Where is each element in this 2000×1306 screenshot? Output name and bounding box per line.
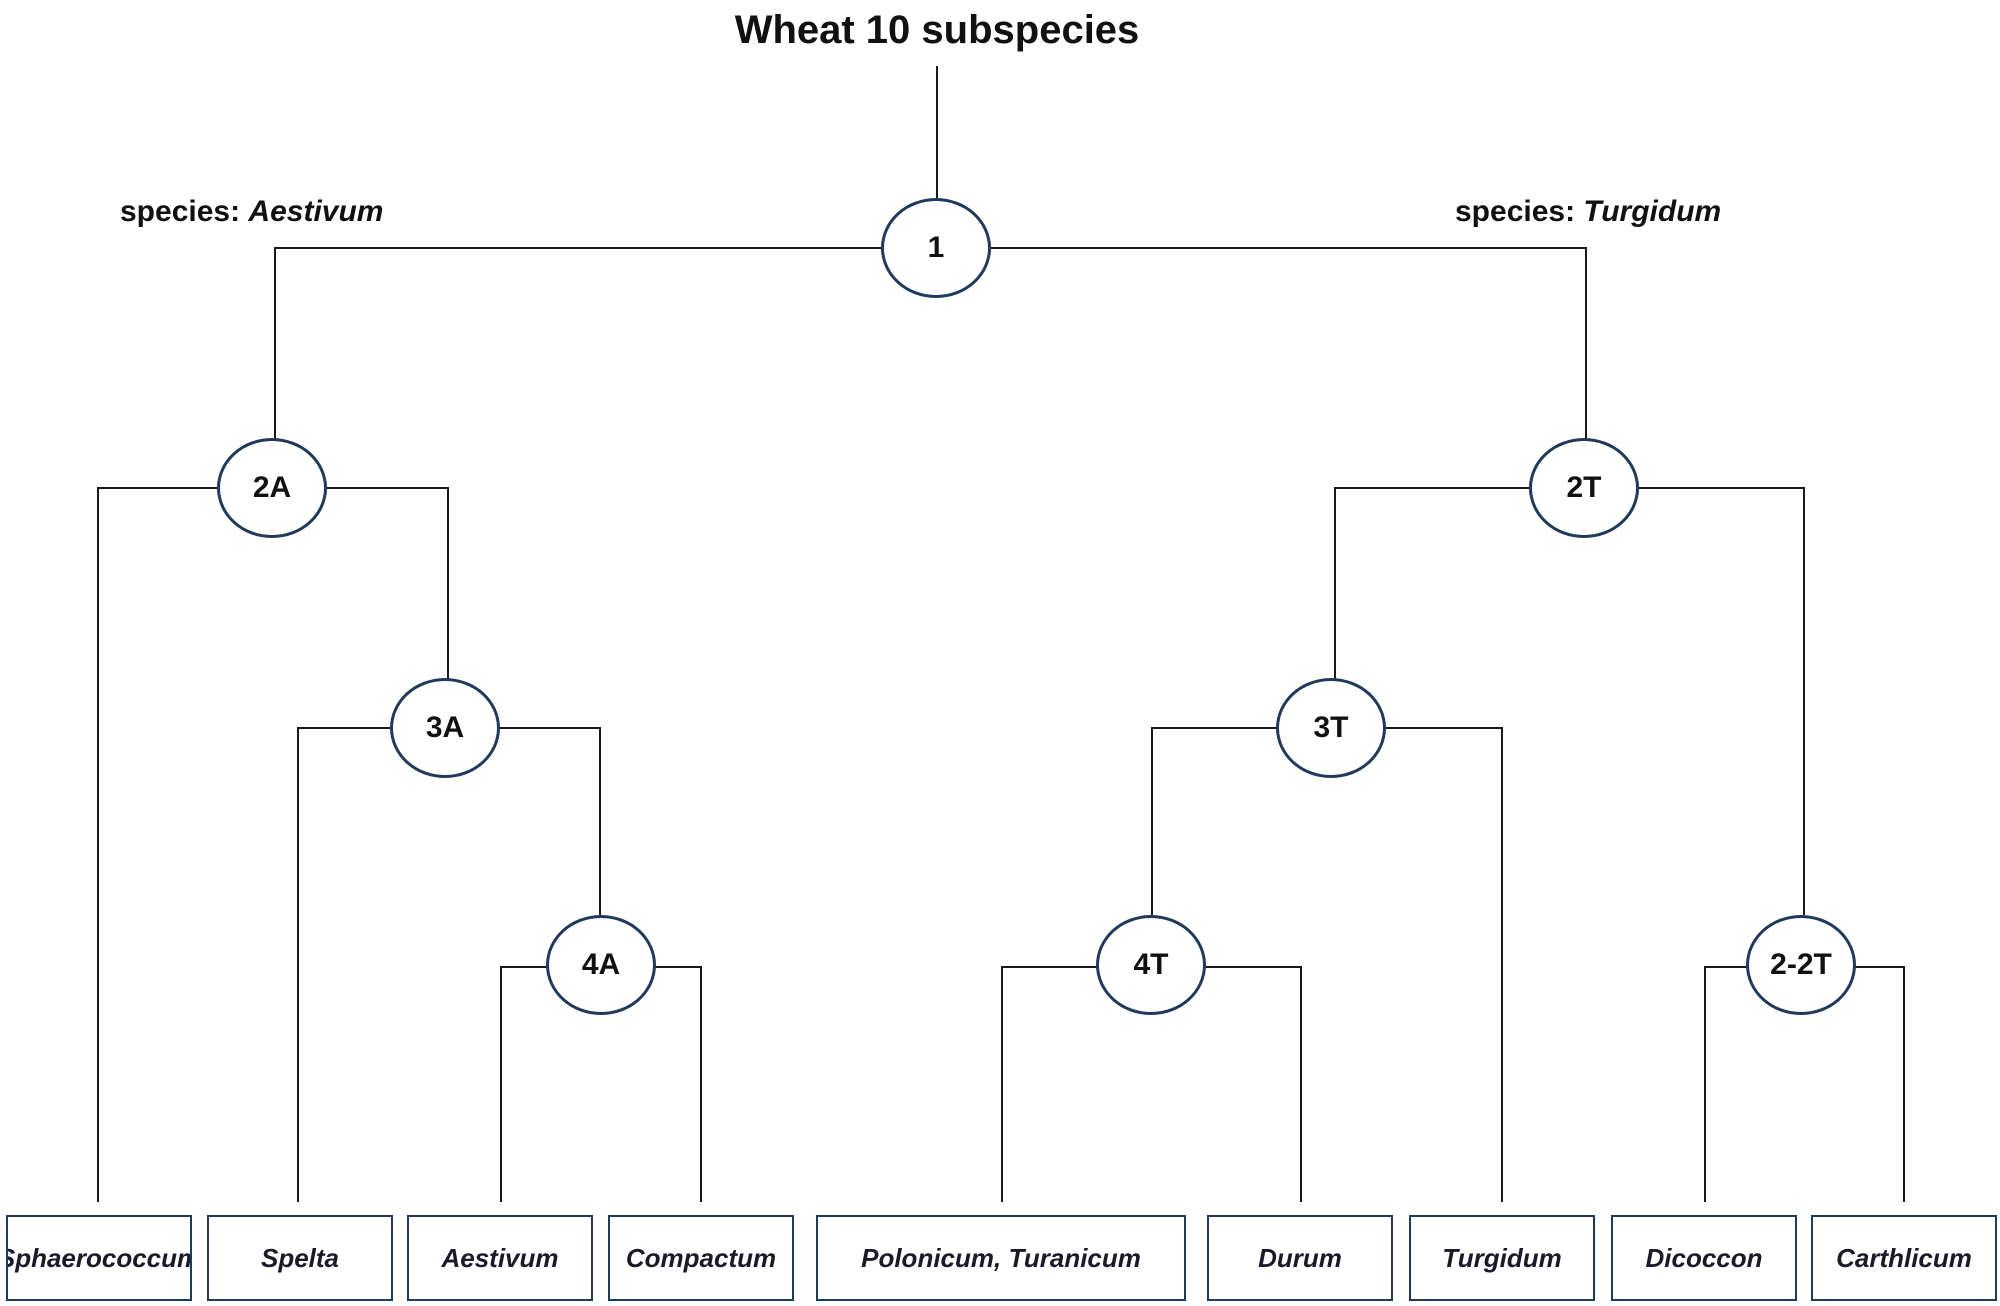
connector-2A-sphaerococcum — [97, 487, 217, 1202]
connector-4A-aestivum — [500, 966, 547, 1202]
species-name: Aestivum — [248, 195, 384, 228]
node-3A: 3A — [390, 678, 500, 778]
leaf-durum: Durum — [1207, 1215, 1393, 1301]
connector-2T-3T — [1334, 487, 1530, 680]
node-4A: 4A — [546, 915, 656, 1015]
connector-3A-4A — [500, 727, 601, 915]
leaf-turgidum: Turgidum — [1409, 1215, 1595, 1301]
species-label-turgidum: species: Turgidum — [1455, 192, 1721, 232]
node-4T: 4T — [1096, 915, 1206, 1015]
connector-4T-polonicum — [1001, 966, 1097, 1202]
node-1: 1 — [881, 198, 991, 298]
connector-3T-turgidum — [1385, 727, 1503, 1202]
connector-3A-spelta — [297, 727, 390, 1202]
node-2A: 2A — [217, 438, 327, 538]
connector-root-2T — [991, 247, 1587, 442]
connector-2T-22T — [1638, 487, 1805, 915]
species-prefix: species: — [120, 195, 249, 228]
leaf-dicoccon: Dicoccon — [1611, 1215, 1797, 1301]
species-label-aestivum: species: Aestivum — [120, 192, 383, 232]
leaf-polonicum-turanicum: Polonicum, Turanicum — [816, 1215, 1186, 1301]
connector-4A-compactum — [655, 966, 702, 1202]
leaf-sphaerococcum: Sphaerococcum — [6, 1215, 192, 1301]
leaf-carthlicum: Carthlicum — [1811, 1215, 1997, 1301]
connector-22T-carthlicum — [1855, 966, 1905, 1202]
diagram-title: Wheat 10 subspecies — [734, 8, 1140, 52]
node-2-2T: 2-2T — [1746, 915, 1856, 1015]
species-name: Turgidum — [1583, 195, 1722, 228]
species-prefix: species: — [1455, 195, 1584, 228]
node-3T: 3T — [1276, 678, 1386, 778]
leaf-compactum: Compactum — [608, 1215, 794, 1301]
connector-3T-4T — [1151, 727, 1277, 915]
leaf-spelta: Spelta — [207, 1215, 393, 1301]
leaf-aestivum: Aestivum — [407, 1215, 593, 1301]
connector-2A-3A — [327, 487, 449, 680]
connector-root-2A — [274, 247, 883, 442]
connector-4T-durum — [1205, 966, 1302, 1202]
node-2T: 2T — [1529, 438, 1639, 538]
connector-22T-dicoccon — [1704, 966, 1747, 1202]
